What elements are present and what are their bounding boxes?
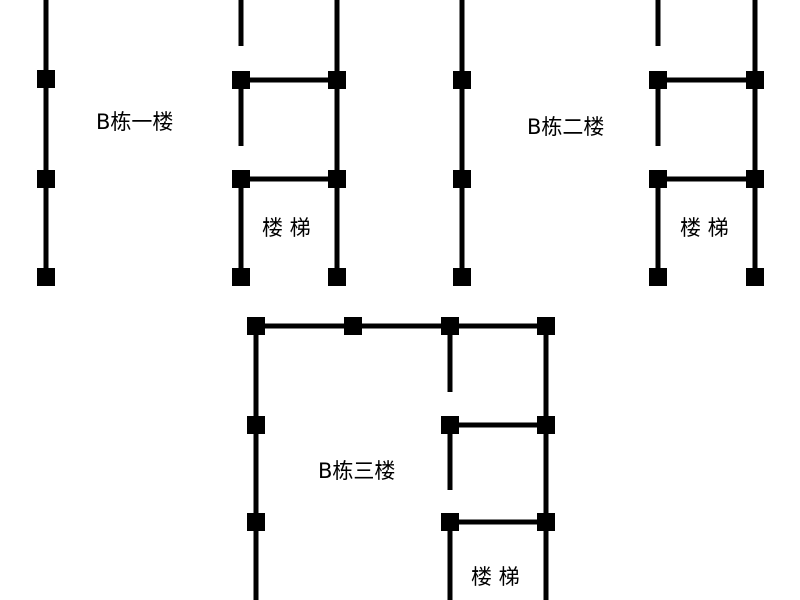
column-f3-7: [537, 416, 555, 434]
column-f1-2: [37, 170, 55, 188]
column-f1-7: [328, 170, 346, 188]
column-f3-5: [247, 416, 265, 434]
floor-plan-2: B栋二楼 楼 梯: [453, 0, 764, 286]
floor-1-title: B栋一楼: [96, 110, 173, 134]
floor-3-title: B栋三楼: [318, 459, 395, 483]
column-f3-3: [441, 317, 459, 335]
column-f3-6: [441, 416, 459, 434]
column-f1-4: [232, 71, 250, 89]
column-f1-1: [37, 70, 55, 88]
column-f1-5: [328, 71, 346, 89]
column-f2-2: [453, 170, 471, 188]
column-f2-5: [746, 71, 764, 89]
column-f2-9: [746, 268, 764, 286]
column-f2-8: [649, 268, 667, 286]
floor-plan-3: B栋三楼 楼 梯: [247, 317, 555, 600]
column-f2-1: [453, 71, 471, 89]
floor-3-stair-label: 楼 梯: [471, 565, 520, 589]
column-f3-1: [247, 317, 265, 335]
floor-2-stair-label: 楼 梯: [680, 216, 729, 240]
column-f2-6: [649, 170, 667, 188]
column-f3-10: [537, 513, 555, 531]
column-f1-6: [232, 170, 250, 188]
column-f3-9: [441, 513, 459, 531]
column-f1-8: [232, 268, 250, 286]
column-f2-4: [649, 71, 667, 89]
column-f1-9: [328, 268, 346, 286]
column-f3-4: [537, 317, 555, 335]
floor-plan-1: B栋一楼 楼 梯: [37, 0, 346, 286]
floor-2-title: B栋二楼: [527, 115, 604, 139]
floor-1-stair-label: 楼 梯: [262, 216, 311, 240]
column-f3-8: [247, 513, 265, 531]
column-f1-3: [37, 268, 55, 286]
column-f2-7: [746, 170, 764, 188]
column-f2-3: [453, 268, 471, 286]
column-f3-2: [344, 317, 362, 335]
